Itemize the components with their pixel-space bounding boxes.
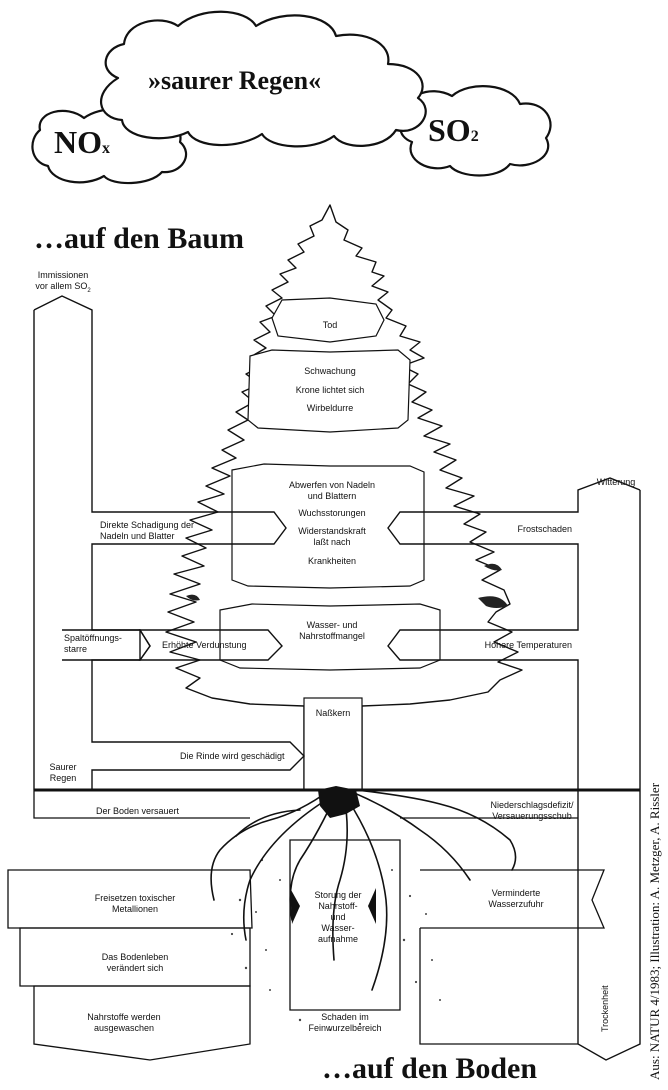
label-boden-versauert: Der Boden versauert (96, 806, 180, 816)
cloud-right (399, 85, 552, 177)
soil-center-box (289, 839, 401, 1011)
heading-soil: …auf den Boden (322, 1052, 538, 1085)
label-frost: Frostschaden (517, 524, 572, 534)
right-flow-column (387, 477, 641, 790)
right-flow-column-outer (577, 490, 641, 1061)
label-krone: Krone lichtet sich (295, 385, 365, 395)
label-schaden: Schaden im Feinwurzelbereich (308, 1012, 382, 1033)
tree-shading (186, 594, 200, 601)
panel-tod (271, 297, 385, 343)
cloud-main (99, 10, 427, 148)
panel-schwaechung (247, 349, 411, 433)
label-saurer-regen: Saurer Regen (49, 762, 77, 783)
label-trockenheit: Trockenheit (600, 985, 610, 1032)
label-witterung: Witterung (596, 477, 636, 487)
cloud-title: »saurer Regen« (148, 66, 322, 95)
heading-tree: …auf den Baum (34, 222, 245, 255)
soil-texture (230, 858, 441, 1031)
label-wuchs: Wuchsstorungen (298, 508, 366, 518)
tree-roots (210, 789, 517, 991)
soil-layer-4 (33, 985, 251, 1061)
label-vermindert: Verminderte Wasserzufuhr (488, 888, 544, 909)
label-immissionen: Immissionen vor allem SO2 (35, 270, 91, 294)
soil-layer-2-right (420, 869, 605, 929)
label-widerstand: Widerstandskraft laßt nach (298, 526, 366, 547)
label-wirbeldurre: Wirbeldurre (306, 403, 354, 413)
label-stoerung: Storung der Nahrstoff- und Wasser- aufna… (314, 890, 362, 944)
soil-layer-1 (33, 790, 250, 819)
soil-layer-2 (7, 869, 253, 929)
panel-nasskern (303, 697, 363, 791)
tree-shading (478, 596, 508, 608)
credit-line: Aus: NATUR 4/1983; Illustration: A. Metz… (647, 782, 662, 1080)
label-spaltoeffnung: Spaltöffnungs- starre (64, 633, 122, 654)
label-rinde: Die Rinde wird geschädigt (180, 751, 285, 761)
label-direkte-schaedigung: Direkte Schadigung der Nadeln und Blatte… (100, 520, 195, 541)
cloud-left-no: NOx (54, 124, 110, 160)
soil-right-box (419, 928, 578, 1045)
label-tod: Tod (322, 320, 338, 330)
root-dark-patches (290, 888, 376, 924)
spalt-arrow (62, 629, 151, 661)
tree-shading (484, 563, 502, 571)
label-bodenleben: Das Bodenleben verändert sich (101, 952, 169, 973)
label-freisetzen: Freisetzen toxischer Metallionen (94, 893, 176, 914)
label-wasser: Wasser- und Nahrstoffmangel (299, 620, 365, 641)
label-nasskern: Naßkern (315, 708, 351, 718)
label-schwaechung: Schwachung (304, 366, 356, 376)
panel-abwerfen (231, 463, 425, 589)
label-verdunstung: Erhöhte Verdunstung (162, 640, 247, 650)
trunk-base-dark (318, 786, 360, 818)
cloud-right-so: SO2 (428, 112, 479, 148)
label-naehrstoffe: Nahrstoffe werden ausgewaschen (87, 1012, 161, 1033)
label-abwerfen: Abwerfen von Nadeln und Blattern (288, 480, 376, 501)
label-krankheiten: Krankheiten (307, 556, 357, 566)
label-niederschlag: Niederschlagsdefizit/ Versauerungsschub (490, 800, 574, 821)
label-temperatur: Hohere Temperaturen (484, 640, 572, 650)
